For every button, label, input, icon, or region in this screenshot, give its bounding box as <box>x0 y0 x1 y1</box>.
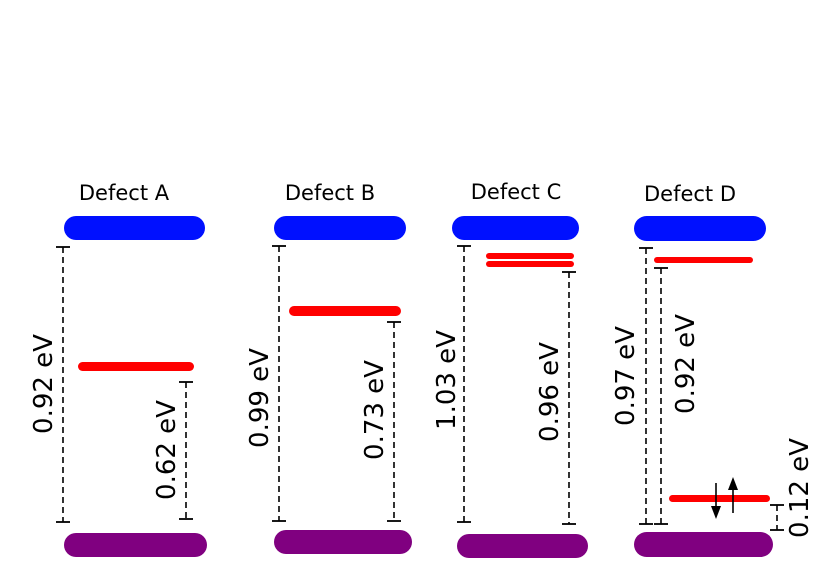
defect-c-gap-label: 1.03 eV <box>432 330 462 430</box>
defect-c-defect-level-lower <box>486 261 574 267</box>
defect-c-conduction-band <box>452 216 579 240</box>
defect-a-level-label: 0.62 eV <box>152 400 182 500</box>
defect-c-title: Defect C <box>471 180 562 204</box>
defect-d-panel: Defect D 0.97 eV 0.92 eV 0.12 eV <box>611 182 815 557</box>
defect-d-level-bracket <box>654 267 668 525</box>
defect-a-valence-band <box>64 533 207 557</box>
defect-a-gap-label: 0.92 eV <box>29 334 59 434</box>
defect-d-low-level-label: 0.12 eV <box>785 438 815 538</box>
defect-d-title: Defect D <box>644 182 736 206</box>
spin-down-arrow-icon <box>711 483 721 519</box>
defect-c-level-label: 0.96 eV <box>535 342 565 442</box>
defect-a-gap-bracket <box>56 246 70 523</box>
defect-a-title: Defect A <box>79 181 170 205</box>
defect-a-conduction-band <box>64 216 205 240</box>
defect-d-gap-label: 0.97 eV <box>611 326 641 426</box>
defect-c-defect-level-upper <box>486 253 574 259</box>
defect-b-conduction-band <box>274 216 406 240</box>
defect-d-level-label: 0.92 eV <box>671 314 701 414</box>
defect-d-low-level-bracket <box>770 504 784 531</box>
defect-b-gap-bracket <box>272 245 286 522</box>
defect-c-valence-band <box>457 534 588 558</box>
defect-a-defect-level <box>78 362 194 371</box>
defect-a-level-bracket <box>179 381 193 520</box>
defect-d-defect-level-lower <box>669 495 770 502</box>
defect-b-level-bracket <box>387 321 401 522</box>
defect-b-title: Defect B <box>285 181 375 205</box>
defect-b-level-label: 0.73 eV <box>360 360 390 460</box>
defect-b-panel: Defect B 0.99 eV 0.73 eV <box>245 181 412 554</box>
defect-b-valence-band <box>274 530 412 554</box>
defect-d-gap-bracket <box>639 247 653 525</box>
defect-b-gap-label: 0.99 eV <box>245 348 275 448</box>
defect-b-defect-level <box>289 306 401 316</box>
spin-up-arrow-icon <box>728 477 738 513</box>
defect-d-defect-level-upper <box>654 257 753 263</box>
defect-c-gap-bracket <box>457 245 471 523</box>
defect-a-panel: Defect A 0.92 eV 0.62 eV <box>29 181 207 557</box>
defect-c-panel: Defect C 1.03 eV 0.96 eV <box>432 180 588 558</box>
defect-c-level-bracket <box>562 271 576 525</box>
defect-d-valence-band <box>634 532 773 557</box>
defect-d-conduction-band <box>634 216 766 241</box>
